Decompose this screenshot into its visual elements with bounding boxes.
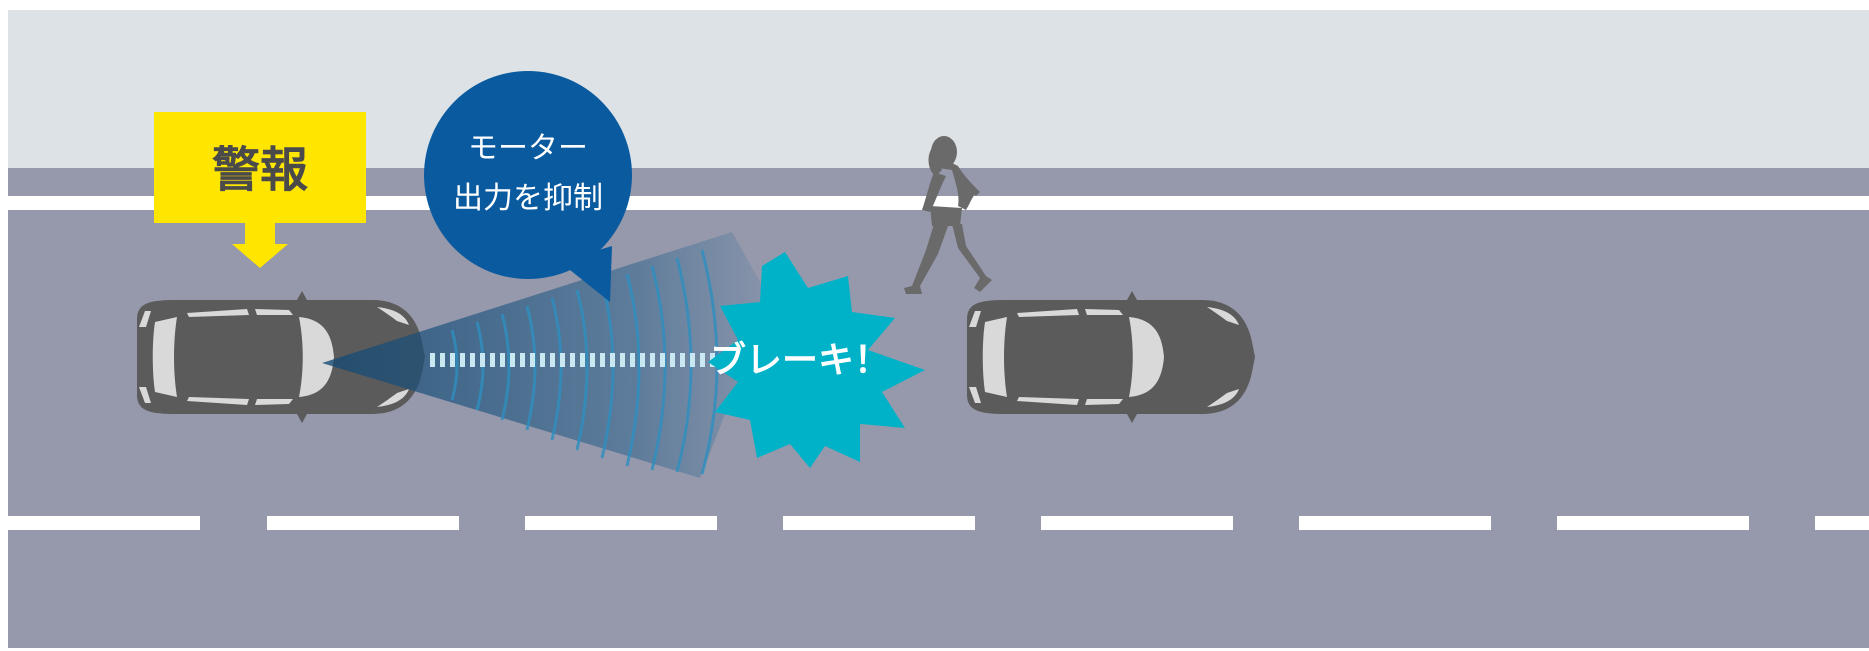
motor-label-line2: 出力を抑制 (453, 181, 603, 216)
motor-label-line1: モーター (468, 131, 588, 166)
brake-label: ブレーキ！ (710, 339, 890, 381)
warning-label: 警報 (212, 142, 308, 198)
lane-dashes (8, 516, 1869, 530)
lead-car-icon (967, 291, 1255, 423)
